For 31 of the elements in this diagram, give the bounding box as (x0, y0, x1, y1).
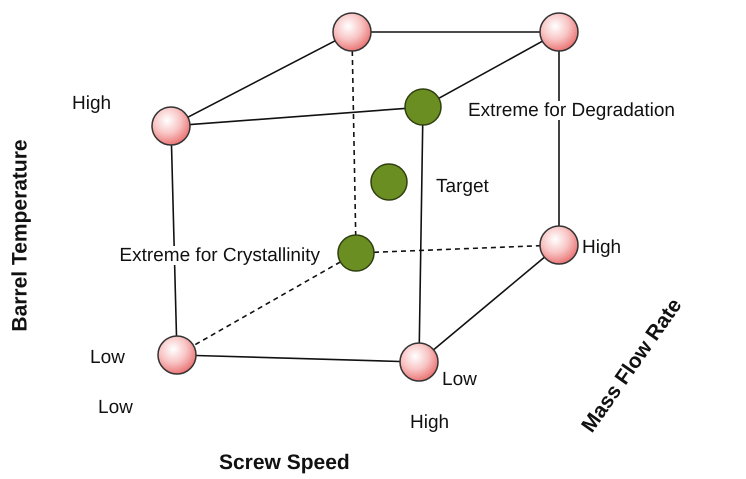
edge-line (190, 108, 406, 126)
axis-title: Screw Speed (219, 452, 350, 473)
level-label: Low (90, 348, 125, 367)
edge-line (558, 51, 560, 226)
design-point-circle (370, 163, 408, 201)
point-label: High (582, 238, 622, 257)
corner-point-circle (399, 342, 439, 382)
dashed-edge-line (352, 50, 356, 236)
point-label: Target (436, 177, 489, 196)
level-label: Low (98, 398, 133, 417)
axis-title: Barrel Temperature (10, 138, 31, 332)
edge-line (371, 31, 540, 33)
level-label: High (410, 413, 450, 432)
corner-point-circle (157, 335, 197, 375)
dashed-edge-line (193, 261, 341, 346)
edge-line (170, 144, 178, 336)
corner-point-circle (539, 12, 579, 52)
design-point-circle (337, 234, 375, 272)
design-point-circle (404, 88, 442, 126)
edge-line (196, 354, 400, 362)
edge-line (418, 124, 424, 344)
corner-point-circle (332, 12, 372, 52)
point-label: Extreme for Degradation (468, 101, 675, 120)
corner-point-circle (539, 225, 579, 265)
edge-line (433, 256, 545, 350)
corner-point-circle (151, 106, 191, 146)
dashed-edge-line (374, 244, 540, 254)
edge-line (188, 40, 336, 118)
edge-line (438, 40, 543, 99)
level-label: High (72, 94, 112, 113)
point-label: Extreme for Crystallinity (119, 246, 320, 265)
